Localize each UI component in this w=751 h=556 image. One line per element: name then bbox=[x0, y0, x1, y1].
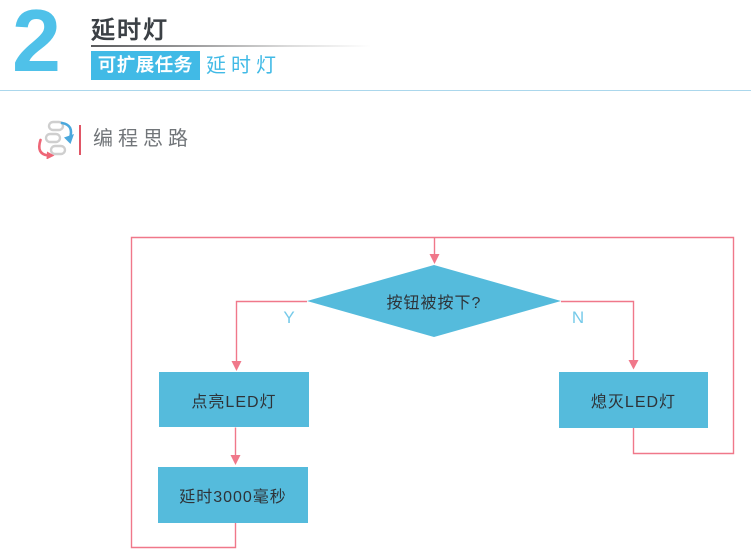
task-type-badge: 可扩展任务 bbox=[91, 51, 200, 80]
flow-loop-lines bbox=[130, 236, 735, 549]
page-title: 延时灯 bbox=[91, 17, 169, 44]
flow-loop-icon bbox=[37, 120, 74, 159]
flow-loop-icon-blocks bbox=[44, 120, 67, 156]
arrow-into-decision bbox=[429, 254, 440, 264]
section-title: 编程思路 bbox=[93, 128, 193, 150]
flow-loop-icon-blue-arrowhead bbox=[64, 134, 74, 144]
branch-yes-label: Y bbox=[283, 308, 295, 327]
header-separator bbox=[0, 90, 751, 91]
decision-diamond bbox=[307, 265, 561, 337]
process-box-led-off: 熄灭LED灯 bbox=[559, 372, 708, 428]
arrow-into-off-box bbox=[628, 360, 639, 370]
section-rule bbox=[79, 125, 81, 155]
chapter-number: 2 bbox=[12, 0, 61, 90]
decision-label: 按钮被按下? bbox=[386, 295, 482, 312]
process-box-led-on: 点亮LED灯 bbox=[159, 372, 309, 427]
branch-no-label: N bbox=[571, 308, 585, 327]
task-name-label: 延时灯 bbox=[206, 55, 281, 77]
process-box-delay: 延时3000毫秒 bbox=[158, 467, 308, 523]
arrow-into-delay-box bbox=[230, 455, 241, 465]
arrow-into-on-box bbox=[231, 361, 242, 371]
flow-loop-icon-red-arrow bbox=[37, 138, 50, 157]
title-rule bbox=[91, 45, 371, 47]
flow-loop-icon-red-arrowhead bbox=[46, 151, 55, 159]
